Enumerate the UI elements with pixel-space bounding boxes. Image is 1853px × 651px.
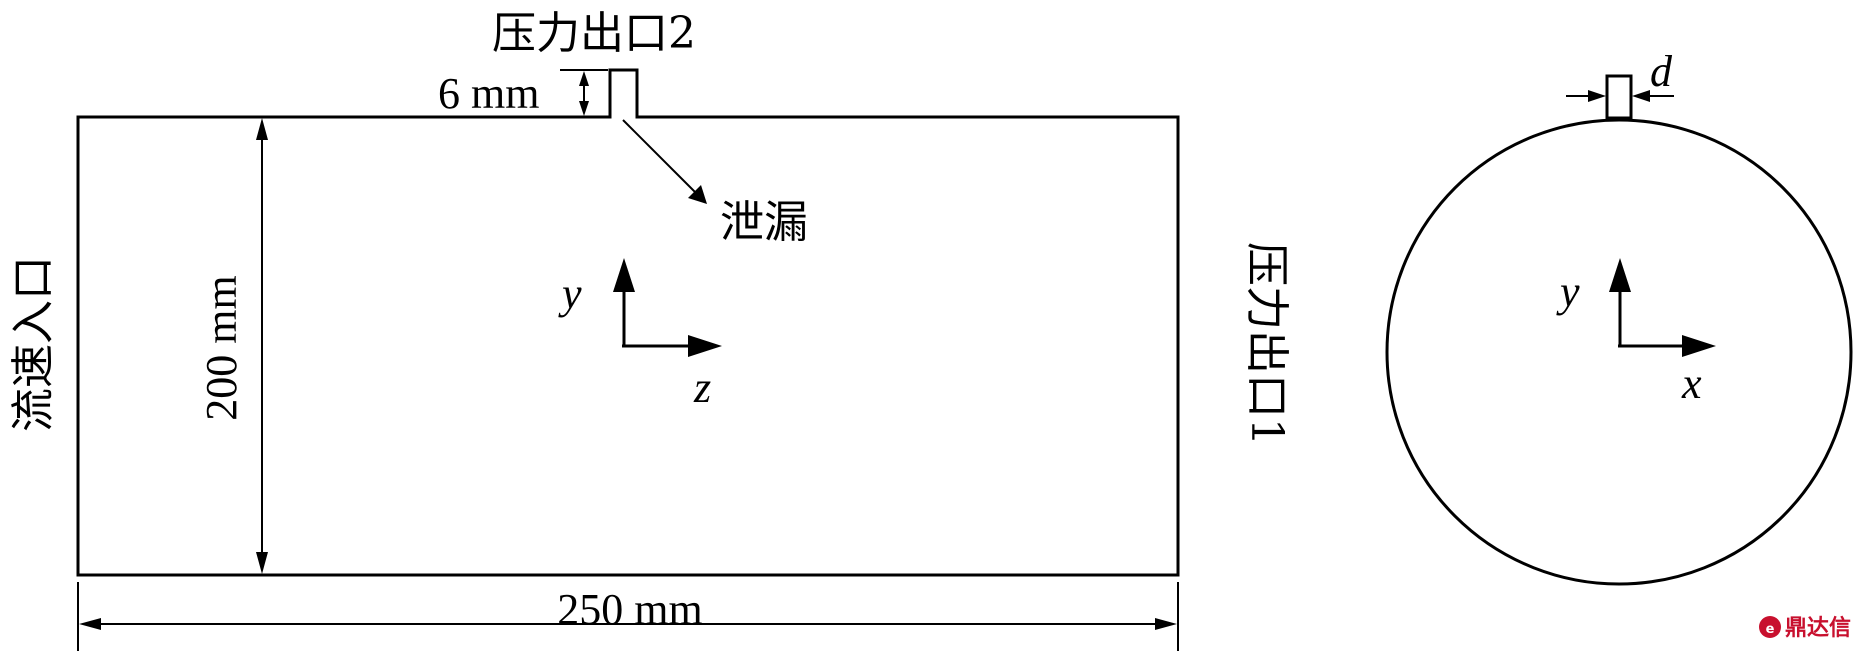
- cross-axes: [1609, 258, 1716, 357]
- pressure-outlet-2-label: 压力出口2: [492, 8, 696, 59]
- height-dimension: [256, 118, 268, 574]
- side-axis-y-label: y: [558, 269, 582, 318]
- cross-axis-x-label: x: [1681, 359, 1702, 408]
- watermark-logo-icon: [1759, 616, 1781, 638]
- width-dimension: [77, 582, 1179, 651]
- pressure-outlet-1-label: 压力出口1: [1241, 242, 1292, 446]
- velocity-inlet-label: 流速入口: [8, 256, 59, 432]
- width-dimension-label: 250 mm: [557, 585, 702, 634]
- leak-height-label: 6 mm: [438, 69, 539, 118]
- side-axes: [613, 258, 722, 357]
- side-axis-z-label: z: [693, 363, 711, 412]
- leak-pointer-arrowhead: [688, 185, 707, 204]
- cross-axis-y-label: y: [1556, 267, 1580, 316]
- leak-height-dimension: [560, 69, 608, 116]
- side-view: 压力出口2 6 mm 泄漏 y z 250 mm 200 mm 流速入口 压力出…: [8, 8, 1292, 651]
- pipe-cross-section: [1385, 118, 1853, 586]
- pipe-outline: [76, 68, 1180, 577]
- cross-section-view: d y x: [1385, 47, 1853, 586]
- leak-width-label: d: [1650, 47, 1673, 96]
- height-dimension-label: 200 mm: [197, 275, 246, 420]
- leak-slot: [1605, 74, 1633, 120]
- leak-label: 泄漏: [720, 197, 808, 248]
- leak-width-dimension: [1566, 90, 1674, 102]
- leak-pointer-line: [622, 119, 701, 198]
- watermark-text: 鼎达信: [1785, 615, 1851, 641]
- watermark-logo: e 鼎达信: [1759, 615, 1851, 641]
- watermark-logo-icon-glyph: e: [1766, 622, 1775, 637]
